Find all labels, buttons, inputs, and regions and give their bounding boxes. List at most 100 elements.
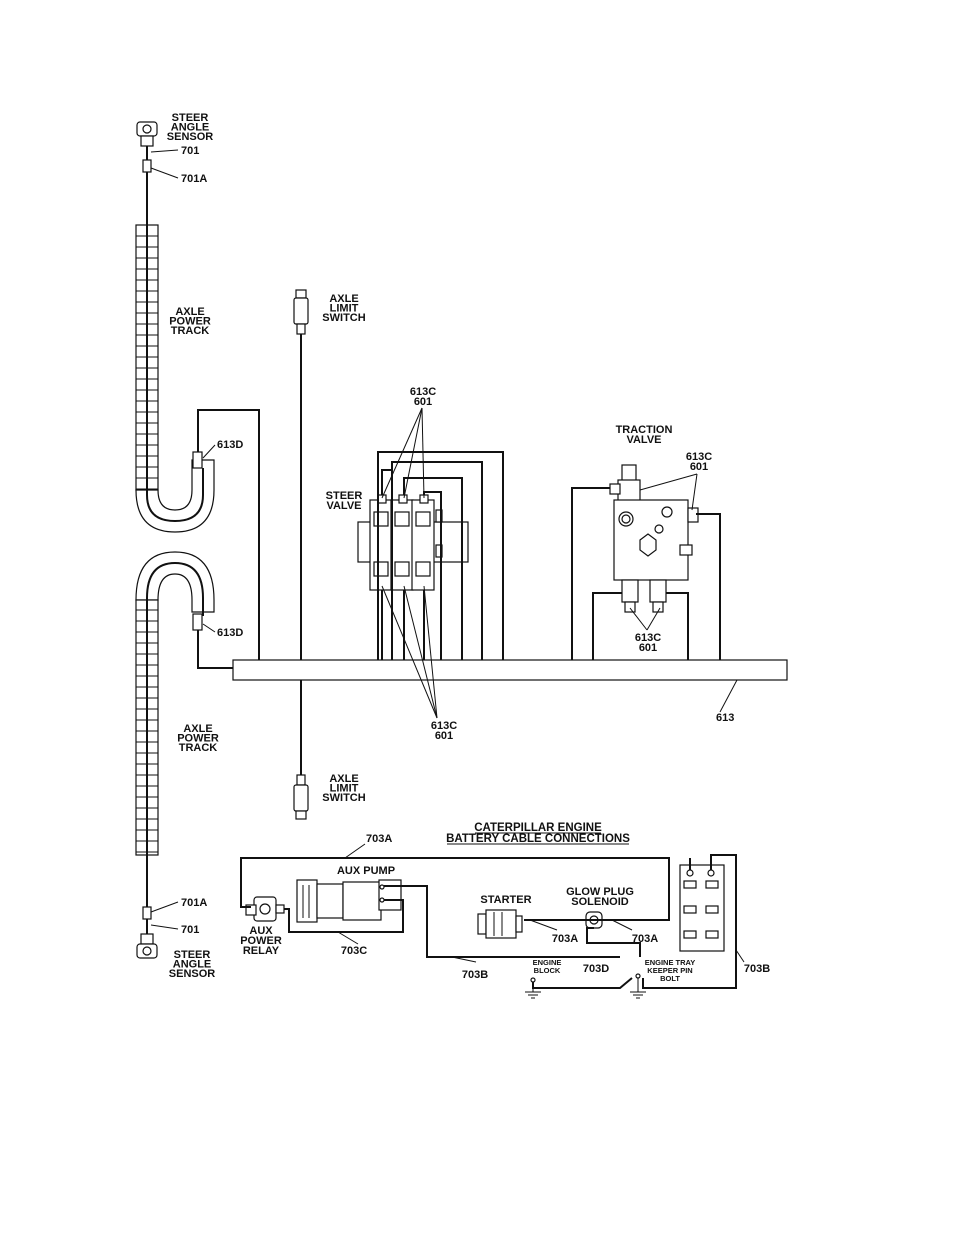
label-line: POWER: [169, 316, 211, 328]
label-line: 601: [435, 730, 453, 742]
label-line: STEER: [172, 112, 209, 124]
label-line: 701: [181, 145, 199, 157]
connector-613d-bottom: [192, 613, 203, 631]
label-line: ENGINE TRAY: [645, 958, 696, 967]
traction-valve: [609, 464, 699, 613]
label-w703b-left: 703B: [462, 969, 488, 981]
label-w703d: 703D: [583, 963, 609, 975]
ground-engine-block: [525, 977, 541, 999]
ground-engine-tray: [630, 973, 646, 999]
label-line: SWITCH: [322, 312, 365, 324]
label-line: 613D: [217, 439, 243, 451]
label-line: BLOCK: [534, 966, 561, 975]
label-w701a-bottom: 701A: [181, 897, 207, 909]
label-line: AXLE: [329, 773, 358, 785]
label-line: 613D: [217, 627, 243, 639]
connector-613d-top: [192, 451, 203, 469]
label-w613: 613: [716, 712, 734, 724]
label-line: AUX PUMP: [337, 865, 395, 877]
label-line: 601: [639, 642, 657, 654]
label-line: CATERPILLAR ENGINE: [474, 822, 602, 834]
label-line: 601: [690, 461, 708, 473]
label-line: 613: [716, 712, 734, 724]
label-line: VALVE: [326, 500, 361, 512]
label-line: 613C: [686, 451, 712, 463]
label-line: 613C: [410, 386, 436, 398]
label-line: LIMIT: [330, 303, 359, 315]
battery: [679, 864, 725, 952]
label-line: TRACK: [171, 325, 210, 337]
label-line: 703C: [341, 945, 367, 957]
label-line: TRACK: [179, 742, 218, 754]
label-line: AXLE: [183, 723, 212, 735]
label-w701-top: 701: [181, 145, 199, 157]
label-w613d-top: 613D: [217, 439, 243, 451]
label-aux-pump: AUX PUMP: [337, 865, 395, 877]
label-line: VALVE: [626, 434, 661, 446]
label-w703a-right: 703A: [632, 933, 658, 945]
label-line: ANGLE: [171, 122, 210, 134]
label-line: 703B: [744, 963, 770, 975]
axle-power-track-bottom: [135, 551, 215, 856]
label-line: 701A: [181, 173, 207, 185]
label-w701-bottom: 701: [181, 924, 199, 936]
label-w703b-right: 703B: [744, 963, 770, 975]
label-line: LIMIT: [330, 783, 359, 795]
label-line: 703A: [552, 933, 578, 945]
label-line: 701: [181, 924, 199, 936]
label-line: 703A: [366, 833, 392, 845]
aux-pump: [296, 879, 402, 923]
label-line: SENSOR: [169, 968, 216, 980]
label-line: ENGINE: [533, 958, 562, 967]
axle-power-track-top: [135, 224, 215, 533]
aux-power-relay: [245, 896, 285, 922]
label-line: STARTER: [480, 894, 531, 906]
label-line: AUX: [249, 925, 273, 937]
label-line: KEEPER PIN: [647, 966, 692, 975]
label-w703a-left: 703A: [366, 833, 392, 845]
label-line: 613C: [431, 720, 457, 732]
label-w613d-bottom: 613D: [217, 627, 243, 639]
label-line: BOLT: [660, 974, 680, 983]
axle-limit-switch-top: [293, 289, 309, 335]
label-line: 701A: [181, 897, 207, 909]
label-line: AXLE: [329, 293, 358, 305]
label-starter: STARTER: [480, 894, 531, 906]
label-line: AXLE: [175, 306, 204, 318]
label-w703a-mid: 703A: [552, 933, 578, 945]
axle-limit-switch-bottom: [293, 774, 309, 820]
steer-angle-sensor-bottom: [136, 855, 158, 959]
label-line: SENSOR: [167, 131, 214, 143]
label-line: TRACTION: [616, 424, 673, 436]
label-line: 703D: [583, 963, 609, 975]
label-w703c: 703C: [341, 945, 367, 957]
label-line: SWITCH: [322, 792, 365, 804]
label-line: GLOW PLUG: [566, 886, 634, 898]
main-harness-613: [232, 659, 788, 681]
label-line: 601: [414, 396, 432, 408]
steer-valve: [357, 494, 469, 591]
starter: [477, 909, 523, 939]
label-line: RELAY: [243, 945, 280, 957]
label-line: STEER: [174, 949, 211, 961]
label-line: ANGLE: [173, 959, 212, 971]
steer-angle-sensor-top: [136, 121, 158, 225]
label-line: 703B: [462, 969, 488, 981]
label-line: STEER: [326, 490, 363, 502]
